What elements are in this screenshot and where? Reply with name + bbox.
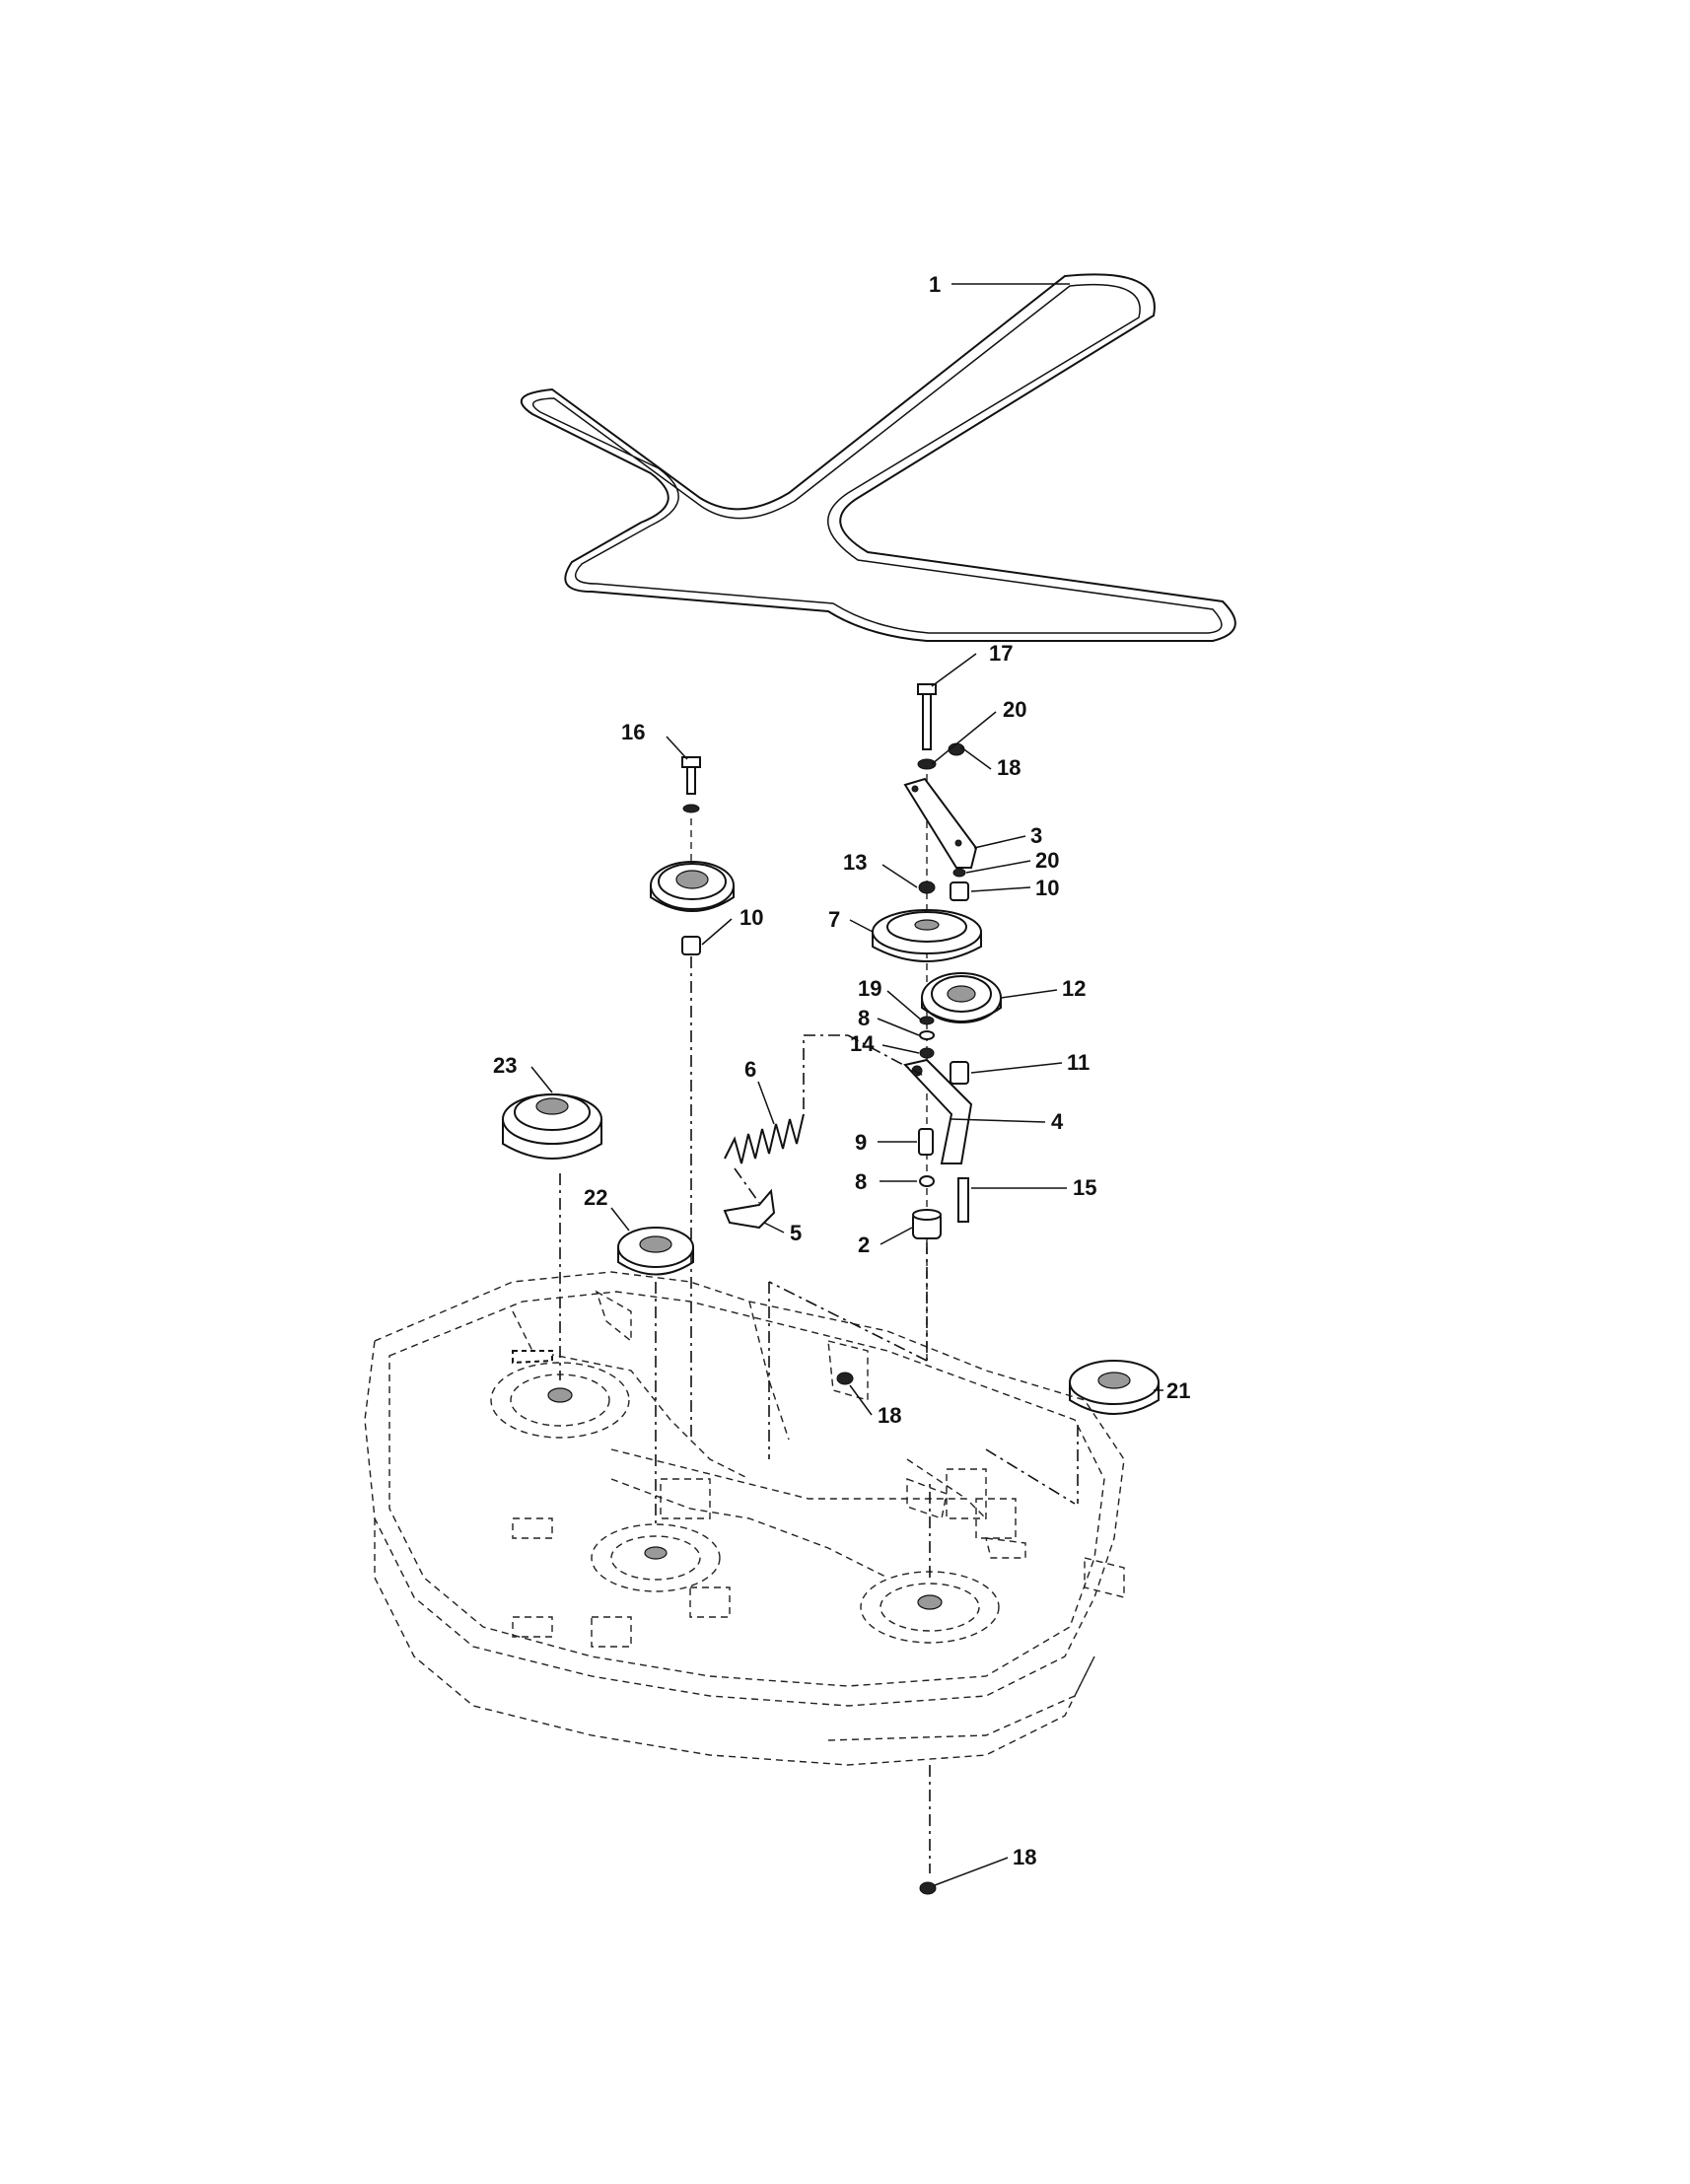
label-part-3: 3 [1030,823,1042,848]
label-part-2: 2 [858,1233,870,1257]
label-part-11: 11 [1067,1050,1090,1075]
pulley-23 [502,1093,602,1380]
label-part-1: 1 [929,272,941,297]
label-part-18-bottom: 18 [1013,1845,1036,1869]
label-part-8-top: 8 [858,1006,870,1030]
assembly-leader-lines [655,1242,1076,1873]
label-part-8-bottom: 8 [855,1169,867,1194]
belt [520,273,1236,642]
pulley-22 [617,1227,694,1276]
label-part-22: 22 [584,1185,607,1210]
label-part-5: 5 [790,1221,802,1245]
label-part-6: 6 [744,1057,756,1082]
label-part-19: 19 [858,976,881,1001]
part-labels: 1 17 20 16 18 3 20 13 10 10 7 12 19 8 14… [493,272,1190,1869]
label-part-18-deck: 18 [878,1403,901,1428]
pulley-21 [1069,1360,1160,1504]
label-part-15: 15 [1073,1175,1096,1200]
nut-18-deck [836,1372,854,1385]
label-part-4: 4 [1051,1109,1064,1134]
label-part-14: 14 [850,1031,875,1056]
label-part-10-right: 10 [1035,876,1059,900]
label-part-20-mid: 20 [1035,848,1059,873]
label-part-10-left: 10 [739,905,763,930]
spring-bracket-assembly [723,1034,923,1230]
label-part-9: 9 [855,1130,867,1155]
label-part-20-top: 20 [1003,697,1026,722]
label-part-12: 12 [1062,976,1086,1001]
label-part-13: 13 [843,850,867,875]
label-part-23: 23 [493,1053,517,1078]
label-part-7: 7 [828,907,840,932]
nut-18-bottom [919,1881,937,1895]
idler-pulley-left-assembly [650,756,735,1440]
label-part-16: 16 [621,720,645,744]
bolt-17-assembly [872,683,1002,1361]
label-part-18-top: 18 [997,755,1021,780]
label-leaders [530,283,1163,1886]
label-part-17: 17 [989,641,1013,666]
label-part-21: 21 [1166,1378,1190,1403]
mower-deck-housing [364,1271,1125,1766]
